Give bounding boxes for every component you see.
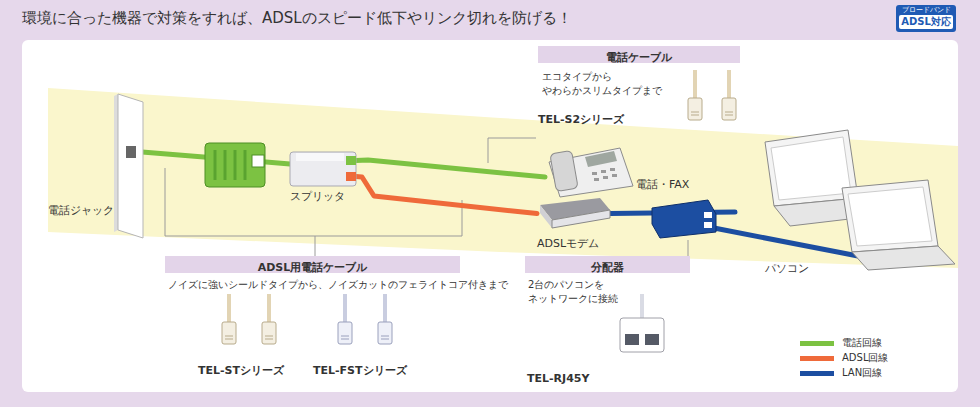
- art-rect: [296, 153, 344, 161]
- laptop-pair: [765, 130, 955, 270]
- node-text: 分配器: [591, 259, 624, 276]
- node-text: 電話・FAX: [636, 178, 689, 191]
- legend-text: 電話回線: [842, 336, 882, 350]
- art-rect: [592, 172, 597, 175]
- art-path: [688, 240, 689, 256]
- node-text: 2台のパソコンを ネットワークに接続: [528, 278, 620, 306]
- leader-lines: [165, 138, 688, 256]
- product-label: TEL-S2シリーズ: [538, 113, 624, 126]
- art-polygon: [114, 94, 118, 232]
- phone-device: [549, 148, 633, 197]
- panel-header: ADSL用電話ケーブルノイズに強いシールドタイプから、ノイズカットのフェライトコ…: [165, 256, 460, 273]
- badge: ブロードバンドADSL対応: [896, 5, 956, 32]
- art-rect: [550, 150, 578, 191]
- art-path: [215, 150, 245, 180]
- art-rect: [612, 174, 617, 177]
- art-rect: [603, 176, 608, 179]
- panel-header: 分配器2台のパソコンを ネットワークに接続: [525, 256, 690, 273]
- device-label-box: 電話ジャック: [120, 96, 142, 236]
- splitter-product: [620, 294, 664, 352]
- art-polygon: [552, 210, 610, 228]
- legend-text: ADSL回線: [842, 351, 888, 365]
- wall-jack: [114, 94, 143, 238]
- art-rect: [290, 152, 356, 186]
- node-text: 電話ケーブル: [606, 49, 672, 66]
- art-path: [315, 236, 316, 256]
- art-rect: [252, 155, 264, 167]
- art-polygon: [540, 205, 552, 228]
- node-text: ADSLモデム: [537, 237, 599, 250]
- cable-connector: [356, 160, 545, 177]
- art-rect: [594, 178, 599, 181]
- device-label-box: スプリッタ: [290, 152, 356, 186]
- art-path: [488, 138, 536, 163]
- page-title: 環境に合った機器で対策をすれば、ADSLのスピード低下やリンク切れを防げる！: [22, 9, 572, 28]
- art-polygon: [842, 180, 938, 252]
- device-label-box: 電話・FAX: [545, 146, 633, 196]
- art-rect: [126, 146, 136, 158]
- panel-header: 電話ケーブルエコタイプから やわらかスリムタイプまで: [538, 46, 740, 63]
- art-rect: [704, 212, 712, 218]
- lan-wire: [714, 228, 858, 256]
- node-text: ADSL対応: [899, 15, 953, 29]
- node-text: スプリッタ: [290, 190, 345, 203]
- legend-swatch: [800, 356, 834, 361]
- device-label-box: パソコン: [735, 128, 950, 248]
- legend-swatch: [800, 371, 834, 376]
- art-polygon: [652, 200, 716, 238]
- node-text: パソコン: [765, 262, 809, 275]
- art-path: [640, 294, 644, 318]
- art-rect: [645, 334, 659, 345]
- art-polygon: [585, 151, 617, 167]
- art-rect: [704, 222, 712, 228]
- product-label: TEL-RJ45Y: [527, 372, 589, 385]
- art-polygon: [118, 94, 143, 238]
- cable-images: [222, 70, 736, 344]
- splitter-device: [290, 152, 356, 186]
- device-label-box: ADSLモデム: [537, 196, 610, 228]
- art-use: [688, 70, 702, 120]
- legend-text: LAN回線: [842, 366, 882, 380]
- node-text: ADSL用電話ケーブル: [258, 259, 368, 276]
- node-text: ノイズに強いシールドタイプから、ノイズカットのフェライトコア付きまで: [168, 278, 508, 292]
- node-text: ブロードバンド: [896, 5, 956, 15]
- art-use: [262, 294, 276, 344]
- node-text: 電話ジャック: [48, 204, 114, 217]
- art-polygon: [852, 246, 955, 270]
- product-label: TEL-FSTシリーズ: [313, 364, 407, 377]
- art-rect: [346, 156, 356, 165]
- product-label: TEL-STシリーズ: [198, 364, 284, 377]
- floor-band: [48, 88, 958, 268]
- legend-swatch: [800, 341, 834, 346]
- art-polygon: [848, 187, 932, 246]
- cable-connector: [356, 177, 537, 214]
- art-use: [338, 294, 352, 344]
- art-rect: [601, 170, 606, 173]
- hub-device: [652, 200, 716, 238]
- art-use: [378, 294, 392, 344]
- art-use: [222, 294, 236, 344]
- white-panel: [22, 40, 958, 392]
- art-polygon: [771, 137, 851, 200]
- art-rect: [205, 143, 265, 187]
- noise-filter: [205, 143, 265, 187]
- art-rect: [625, 334, 639, 345]
- art-rect: [346, 172, 356, 181]
- art-g: [592, 168, 617, 181]
- art-rect: [620, 318, 664, 352]
- art-use: [722, 70, 736, 120]
- art-rect: [610, 168, 615, 171]
- art-polygon: [549, 148, 633, 197]
- modem-device: [540, 198, 610, 228]
- node-text: エコタイプから やわらかスリムタイプまで: [542, 70, 674, 98]
